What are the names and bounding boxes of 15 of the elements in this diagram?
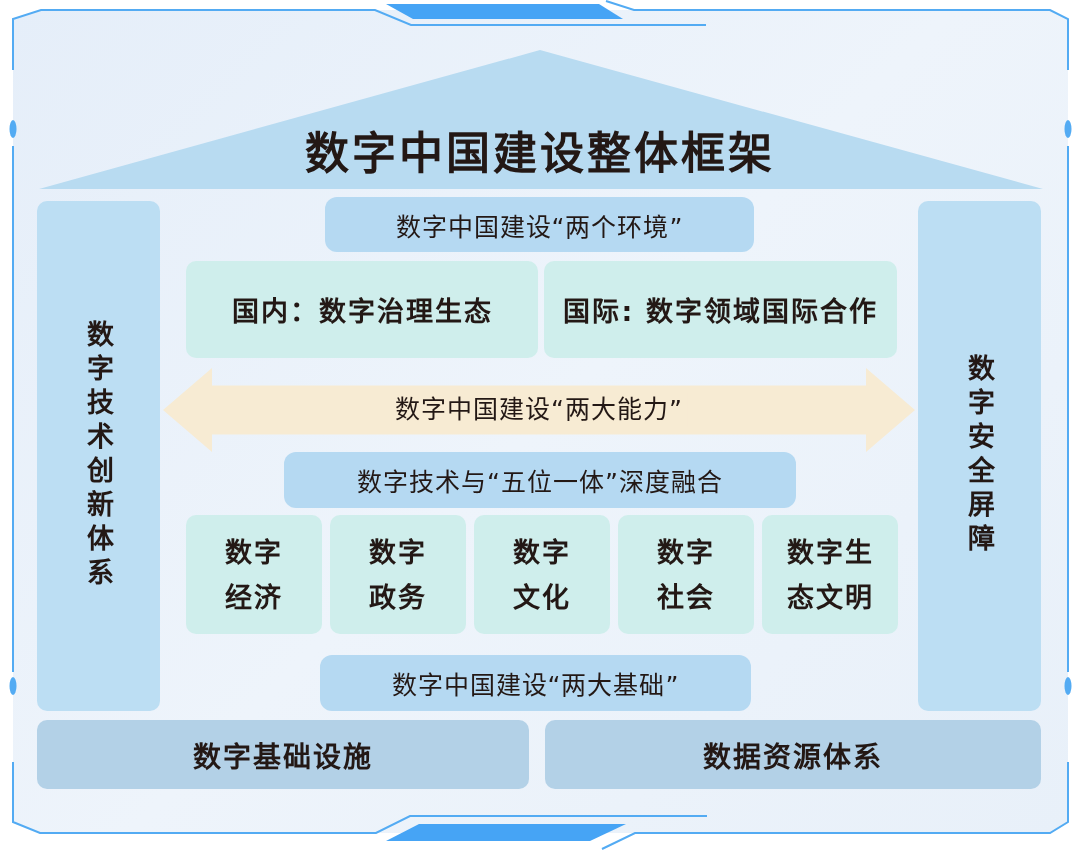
section-band: 数字技术与“五位一体”深度融合 bbox=[284, 452, 796, 508]
section-band: 数字中国建设“两个环境” bbox=[325, 197, 754, 252]
category-box: 国际: 数字领域国际合作 bbox=[544, 261, 897, 358]
foundation-box: 数字基础设施 bbox=[37, 720, 529, 789]
diagram-title: 数字中国建设整体框架 bbox=[305, 127, 775, 181]
pillar-panel: 数字安全屏障 bbox=[918, 201, 1041, 711]
foundation-box: 数据资源体系 bbox=[545, 720, 1041, 789]
category-box: 数字文化 bbox=[474, 515, 610, 634]
category-box: 数字政务 bbox=[330, 515, 466, 634]
pillar-panel: 数字技术创新体系 bbox=[37, 201, 160, 711]
section-band: 数字中国建设“两大基础” bbox=[320, 655, 751, 711]
category-box: 数字经济 bbox=[186, 515, 322, 634]
category-box: 国内：数字治理生态 bbox=[186, 261, 538, 358]
category-box: 数字生态文明 bbox=[762, 515, 898, 634]
category-box: 数字社会 bbox=[618, 515, 754, 634]
